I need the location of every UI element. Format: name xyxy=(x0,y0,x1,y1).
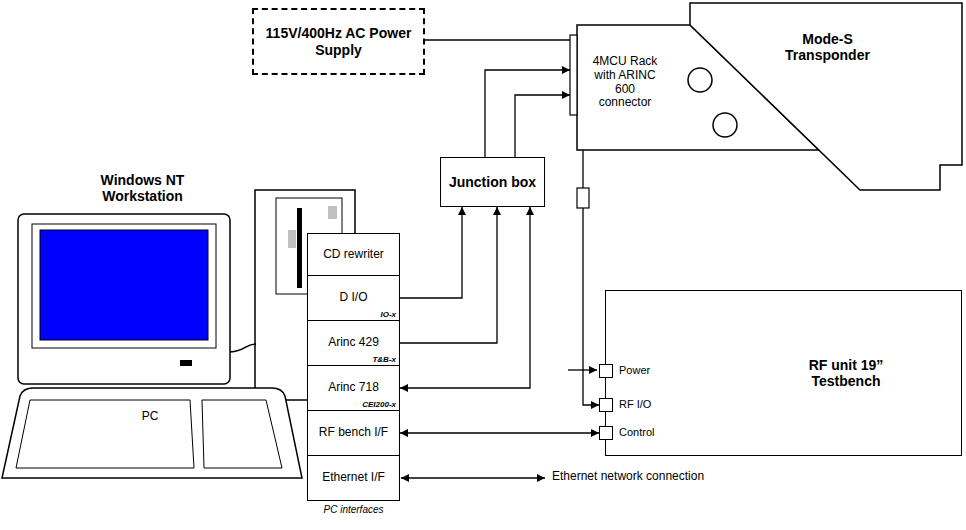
node-label: CD rewriter xyxy=(323,248,384,262)
rf-unit-box: Power RF I/O Control RF unit 19” Testbench xyxy=(605,290,962,456)
signal-connector xyxy=(400,207,530,388)
signal-connector xyxy=(515,95,570,157)
keyboard-main-keys xyxy=(16,400,194,468)
interface-card: CD rewriter xyxy=(307,233,400,276)
node-label: RF unit 19” Testbench xyxy=(786,357,906,389)
node-label: 4MCU Rack with ARINC 600 connector xyxy=(588,55,662,110)
card-type-label: CEI200-x xyxy=(362,400,396,409)
drive-slot xyxy=(297,208,302,288)
network-label: Ethernet network connection xyxy=(552,470,752,484)
node-label: RF bench I/F xyxy=(319,426,388,440)
interface-card: Arinc 718CEI200-x xyxy=(307,365,400,411)
signal-connector xyxy=(400,207,462,298)
connector-port: RF I/O xyxy=(599,398,613,412)
node-label: Arinc 429 xyxy=(328,336,379,350)
node-label: Mode-S Transponder xyxy=(770,31,885,63)
node-label: D I/O xyxy=(339,291,367,305)
node-label: Control xyxy=(619,426,654,439)
signal-connector xyxy=(485,70,570,157)
junction-box: Junction box xyxy=(440,157,545,207)
keyboard-keypad xyxy=(202,400,282,468)
arinc-connector xyxy=(570,35,577,115)
drive-light xyxy=(288,230,296,248)
card-type-label: T&B-x xyxy=(372,355,396,364)
connector-port: Control xyxy=(599,426,613,440)
node-label: Arinc 718 xyxy=(328,381,379,395)
ethernet-arrow xyxy=(401,477,545,478)
interface-card: Arinc 429T&B-x xyxy=(307,320,400,366)
keyboard xyxy=(2,388,302,478)
monitor-cable xyxy=(228,344,256,352)
node-label: Junction box xyxy=(449,174,536,190)
stack-caption: PC interfaces xyxy=(302,504,405,516)
node-label: Power xyxy=(619,364,650,377)
signal-connector xyxy=(425,39,570,40)
monitor-frame xyxy=(18,214,230,384)
front-knob xyxy=(688,68,712,92)
transponder-unit: Mode-S Transponder xyxy=(690,3,963,191)
front-knob xyxy=(713,113,737,137)
signal-connector xyxy=(400,207,497,343)
drive-light xyxy=(328,206,337,219)
transponder-outline xyxy=(690,3,962,190)
node-label: Ethernet I/F xyxy=(322,471,385,485)
monitor-bezel xyxy=(32,224,216,348)
keyboard-label: PC xyxy=(130,410,170,424)
interface-card: D I/O IO-x xyxy=(307,275,400,321)
signal-connector xyxy=(400,432,599,433)
power-supply-box: 115V/400Hz AC Power Supply xyxy=(252,8,425,75)
monitor-screen xyxy=(40,230,208,340)
node-label: RF I/O xyxy=(619,398,651,411)
node-label: 115V/400Hz AC Power Supply xyxy=(259,25,418,57)
card-type-label: IO-x xyxy=(380,310,396,319)
interface-card: Ethernet I/F xyxy=(307,455,400,501)
cable-connector xyxy=(577,188,589,208)
interface-card: RF bench I/F xyxy=(307,410,400,456)
workstation-title: Windows NT Workstation xyxy=(85,172,200,204)
monitor-button xyxy=(180,360,192,366)
connector-port: Power xyxy=(599,364,613,378)
